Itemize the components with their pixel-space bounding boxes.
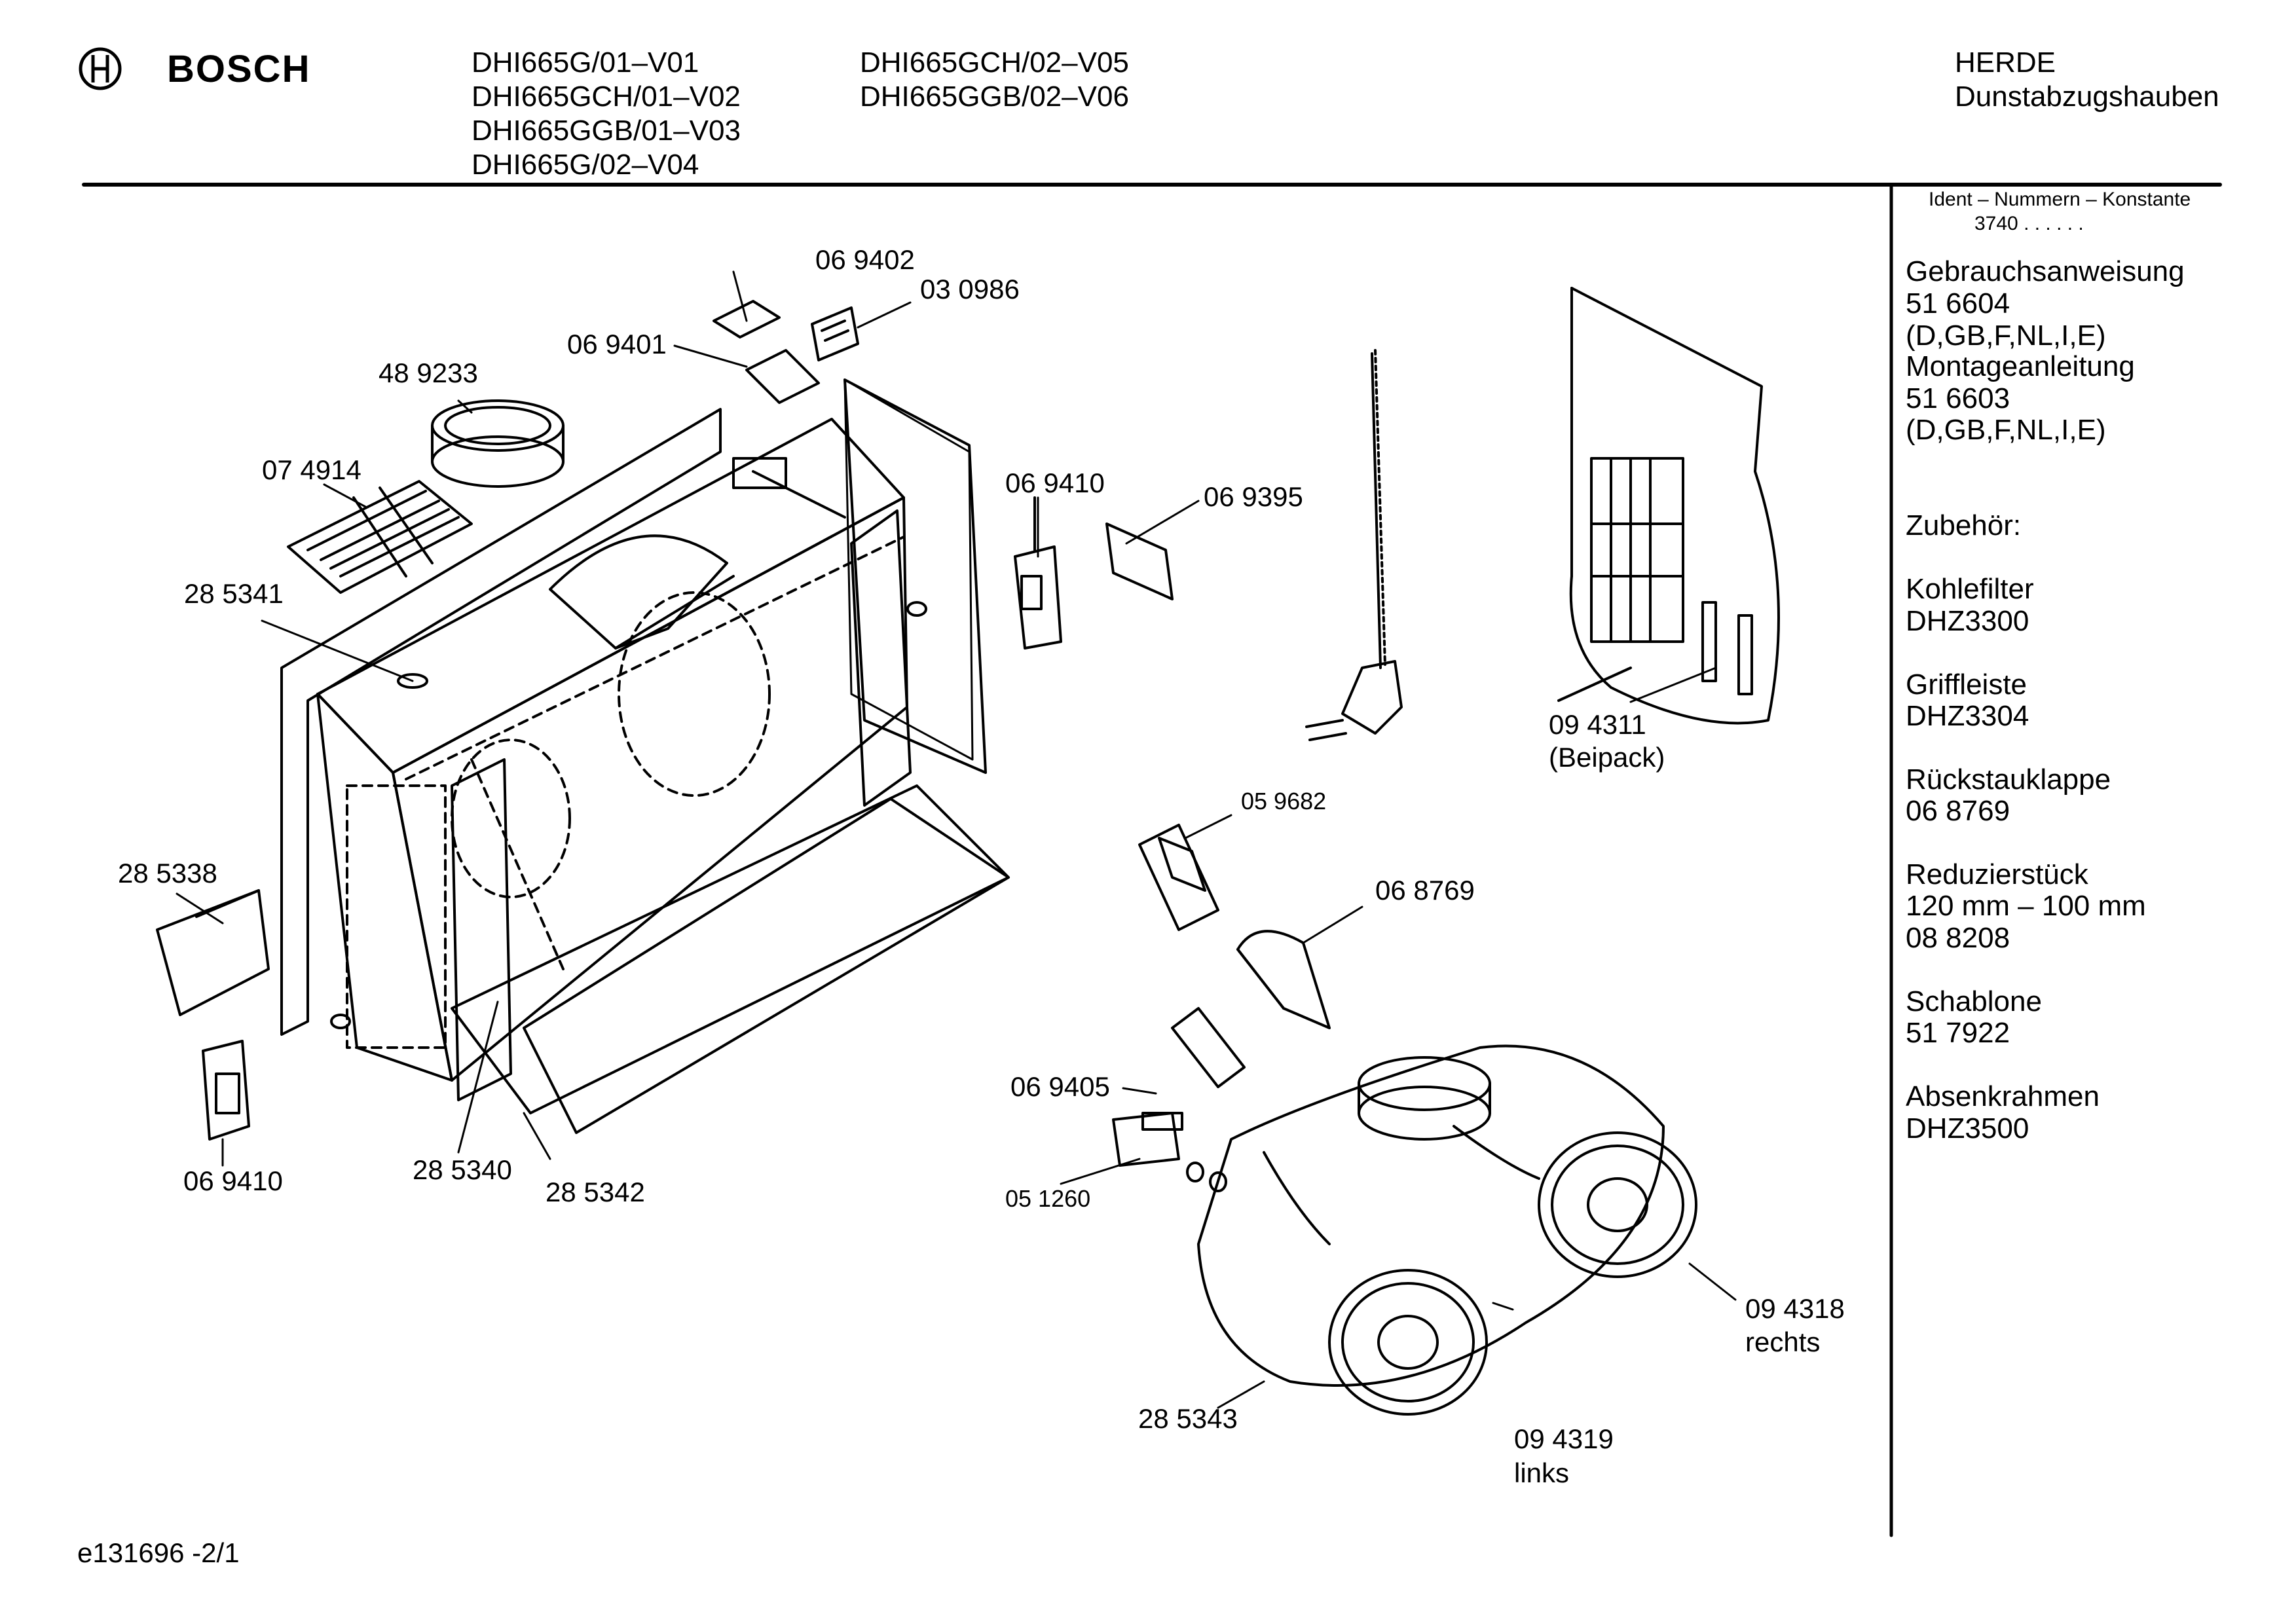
fan-housing-drawing — [1197, 1044, 1697, 1416]
model-code: DHI665GGB/02–V06 — [860, 81, 1129, 113]
part-label: 09 4319 — [1514, 1423, 1614, 1454]
ident-title: Ident – Nummern – Konstante — [1929, 189, 2191, 210]
sidebar-line: DHZ3300 — [1906, 605, 2029, 637]
sidebar-line: Absenkrahmen — [1906, 1080, 2100, 1112]
sidebar-line: 06 8769 — [1906, 795, 2010, 827]
part-label: 07 4914 — [262, 454, 361, 485]
capacitor-drawing — [1112, 1007, 1246, 1192]
part-label: 28 5338 — [118, 858, 217, 888]
part-label: 06 9410 — [183, 1165, 283, 1196]
sidebar-line: DHZ3500 — [1906, 1112, 2029, 1145]
model-code: DHI665GCH/02–V05 — [860, 46, 1129, 79]
part-label: 06 9410 — [1005, 467, 1105, 498]
sidebar-line: DHZ3304 — [1906, 700, 2029, 732]
part-label: 28 5340 — [413, 1154, 512, 1185]
main-housing-drawing — [280, 378, 1010, 1134]
beipack-bag-drawing — [1557, 287, 1780, 725]
ident-value: 3740 . . . . . . — [1974, 213, 2084, 234]
duct-ring-drawing — [431, 399, 565, 488]
sidebar-line: 120 mm – 100 mm — [1906, 890, 2146, 922]
models-column-1: DHI665G/01–V01 DHI665GCH/01–V02 DHI665GG… — [472, 46, 741, 182]
category-title: HERDE — [1955, 46, 2056, 79]
part-label: 05 9682 — [1241, 788, 1327, 815]
bosch-logo — [77, 46, 123, 92]
part-label: 06 8769 — [1375, 875, 1475, 906]
sidebar-line: 51 6604 — [1906, 287, 2010, 320]
brand-name: BOSCH — [167, 48, 311, 90]
part-label: rechts — [1745, 1327, 1821, 1357]
sidebar-line: 51 7922 — [1906, 1017, 2010, 1049]
sidebar-line: Montageanleitung — [1906, 350, 2135, 382]
sidebar-line: Griffleiste — [1906, 669, 2028, 701]
model-code: DHI665G/01–V01 — [472, 46, 699, 79]
relay-drawing — [1014, 496, 1062, 650]
part-label: 03 0986 — [920, 274, 1020, 304]
left-parts-drawing — [156, 889, 270, 1141]
model-code: DHI665GGB/01–V03 — [472, 115, 741, 147]
part-label: 06 9402 — [815, 244, 915, 275]
sidebar-line: Zubehör: — [1906, 509, 2022, 541]
part-label: 06 9401 — [567, 329, 667, 359]
sidebar-line: Gebrauchsanweisung — [1906, 255, 2185, 287]
part-label: 48 9233 — [379, 357, 478, 388]
model-code: DHI665G/02–V04 — [472, 149, 699, 181]
category-block: HERDE Dunstabzugshauben — [1955, 46, 2219, 114]
sidebar-line: Reduzierstück — [1906, 858, 2088, 890]
part-label: 09 4311 — [1549, 709, 1646, 740]
leader-lines — [176, 270, 1737, 1409]
part-label: links — [1514, 1457, 1570, 1488]
part-label: (Beipack) — [1549, 742, 1665, 773]
category-subtitle: Dunstabzugshauben — [1955, 81, 2219, 113]
part-label: 28 5341 — [184, 578, 284, 609]
sidebar-line: Schablone — [1906, 985, 2042, 1017]
sidebar-line: Kohlefilter — [1906, 573, 2034, 605]
part-label: 28 5343 — [1138, 1403, 1238, 1434]
drawing-id: e131696 -2/1 — [77, 1537, 240, 1568]
model-code: DHI665GCH/01–V02 — [472, 81, 741, 113]
power-cord-drawing — [1305, 349, 1403, 741]
sidebar-line: Rückstauklappe — [1906, 763, 2111, 796]
part-label: 05 1260 — [1005, 1185, 1091, 1212]
part-label: 09 4318 — [1745, 1293, 1845, 1324]
sidebar-line: (D,GB,F,NL,I,E) — [1906, 320, 2106, 352]
part-label: 28 5342 — [546, 1177, 645, 1207]
sidebar-line: 08 8208 — [1906, 922, 2010, 954]
sidebar-line: (D,GB,F,NL,I,E) — [1906, 414, 2106, 446]
switch-parts-drawing — [713, 300, 859, 404]
part-label: 06 9405 — [1010, 1071, 1110, 1102]
grille-drawing — [287, 480, 473, 594]
sidebar-line: 51 6603 — [1906, 382, 2010, 414]
part-label: 06 9395 — [1204, 481, 1303, 512]
models-column-2: DHI665GCH/02–V05 DHI665GGB/02–V06 — [860, 46, 1129, 114]
